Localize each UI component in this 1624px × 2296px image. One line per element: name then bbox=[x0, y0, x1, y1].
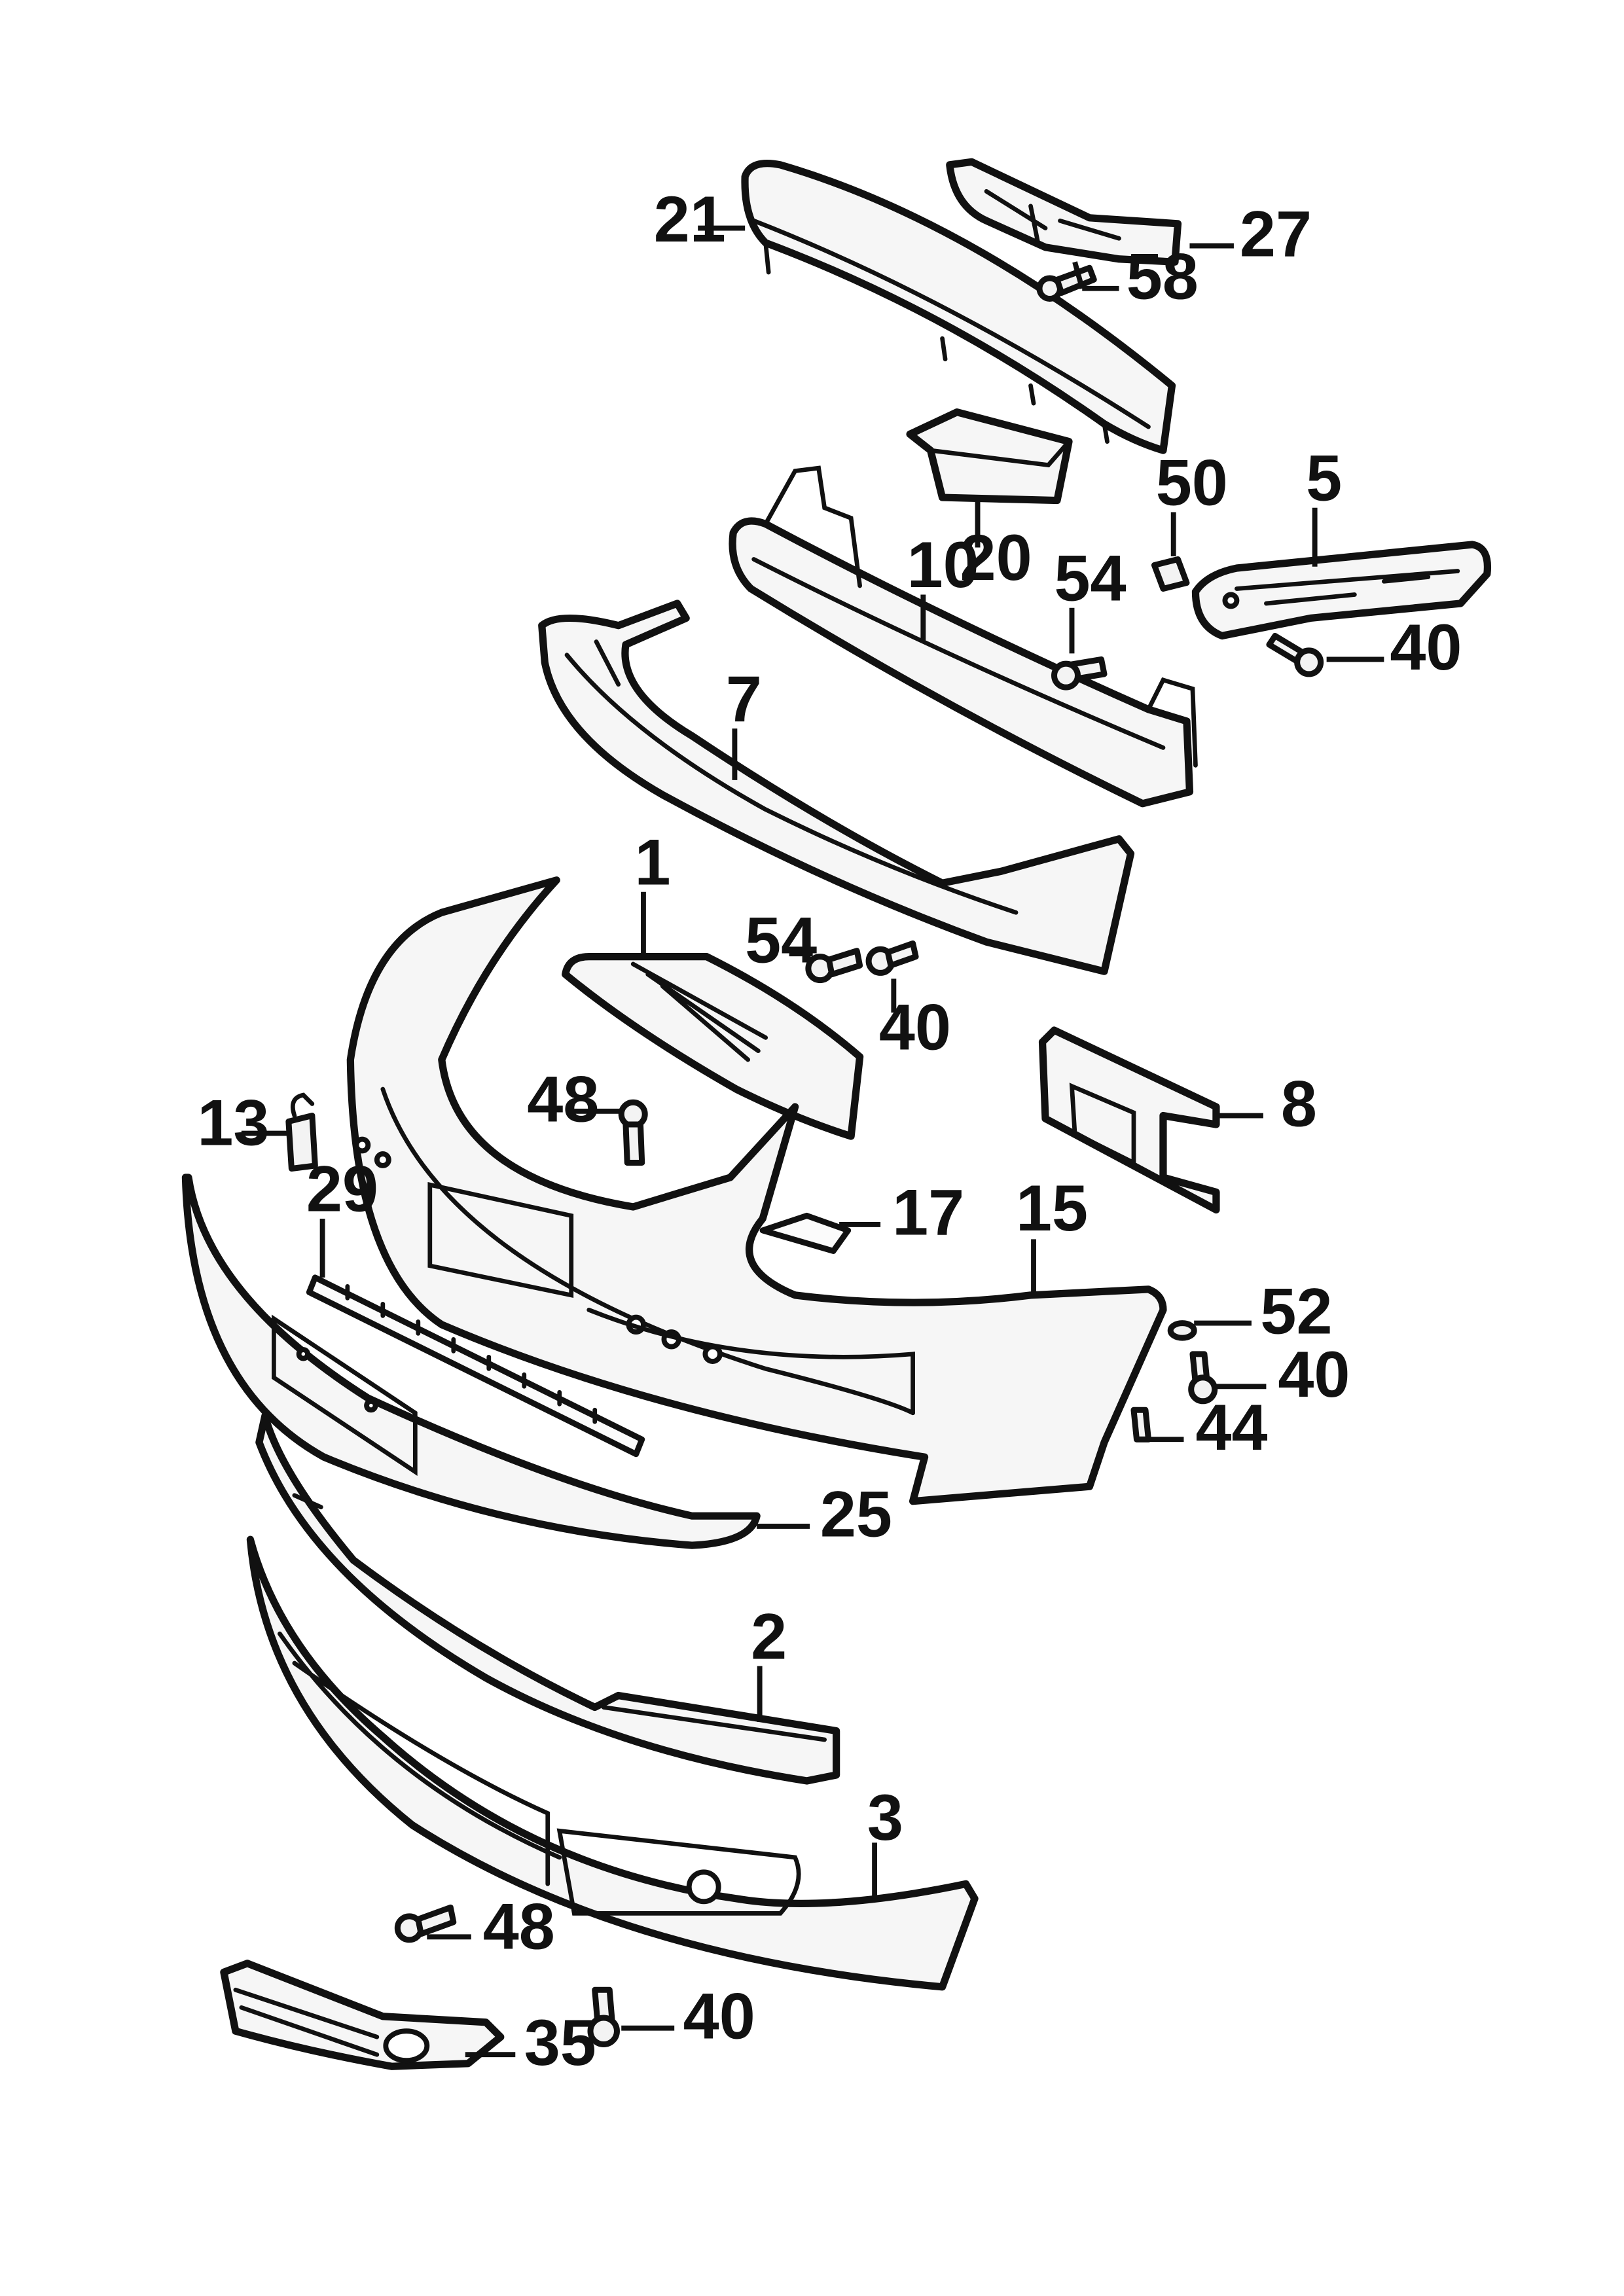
callout-35: 35 bbox=[524, 2006, 596, 2079]
callout-8: 8 bbox=[1281, 1067, 1317, 1139]
clip-13-icon bbox=[285, 1092, 318, 1172]
part-3-lower-valance bbox=[246, 1535, 979, 1991]
part-15-bumper-cover bbox=[346, 876, 1167, 1505]
part-1-trim-panel bbox=[562, 953, 864, 1140]
callout-40-upper: 40 bbox=[1390, 611, 1462, 683]
part-21-absorber bbox=[741, 160, 1176, 454]
callout-40-lower: 40 bbox=[683, 1979, 755, 2052]
bolt-54-upper-icon bbox=[1051, 656, 1108, 691]
part-27-bracket bbox=[946, 158, 1182, 266]
callout-50: 50 bbox=[1156, 446, 1228, 518]
part-10-reinforcement-beam bbox=[729, 465, 1198, 808]
callout-3: 3 bbox=[867, 1781, 903, 1854]
bolt-40-middle-icon bbox=[865, 940, 919, 976]
part-8-bracket-plate bbox=[1038, 1026, 1220, 1214]
part-29-strip bbox=[306, 1274, 645, 1458]
bolt-58-icon bbox=[1036, 264, 1097, 302]
callout-27: 27 bbox=[1240, 197, 1312, 270]
washer-52-icon bbox=[1167, 1320, 1197, 1341]
part-5-side-guide bbox=[1191, 541, 1492, 640]
callout-40-middle: 40 bbox=[879, 990, 951, 1063]
callout-48-upper: 48 bbox=[527, 1063, 599, 1136]
bolt-40-upper-icon bbox=[1266, 632, 1324, 677]
callout-labels: 21 27 58 50 5 20 10 54 40 7 1 54 40 48 1… bbox=[197, 183, 1462, 2079]
bolt-40-lower-icon bbox=[587, 1986, 620, 2047]
callout-54-middle: 54 bbox=[745, 904, 817, 977]
bolt-48-lower-icon bbox=[394, 1904, 457, 1943]
callout-48-lower: 48 bbox=[483, 1890, 555, 1962]
part-7-carrier bbox=[538, 600, 1135, 975]
callout-44: 44 bbox=[1195, 1391, 1267, 1463]
callout-58: 58 bbox=[1127, 240, 1199, 313]
callout-25: 25 bbox=[820, 1478, 892, 1551]
callout-21: 21 bbox=[654, 183, 726, 255]
clip-50-icon bbox=[1151, 556, 1190, 592]
callout-40-right: 40 bbox=[1278, 1338, 1350, 1410]
callout-54-upper: 54 bbox=[1055, 541, 1127, 614]
callout-2: 2 bbox=[751, 1600, 787, 1672]
callout-15: 15 bbox=[1016, 1172, 1088, 1244]
callout-10: 10 bbox=[907, 528, 979, 601]
part-20-block bbox=[906, 408, 1073, 505]
bolt-40-right-icon bbox=[1188, 1351, 1218, 1405]
bolt-54-middle-icon bbox=[805, 948, 863, 984]
clip-44-icon bbox=[1130, 1407, 1151, 1443]
callout-29: 29 bbox=[306, 1153, 378, 1225]
callout-17: 17 bbox=[892, 1176, 964, 1249]
callout-52: 52 bbox=[1260, 1274, 1332, 1347]
part-2-grille-strip bbox=[255, 1412, 840, 1785]
bolt-48-upper-icon bbox=[618, 1099, 648, 1166]
callout-7: 7 bbox=[726, 662, 762, 735]
part-35-fog-grille bbox=[220, 1960, 505, 2070]
callout-1: 1 bbox=[634, 825, 670, 898]
callout-20: 20 bbox=[960, 521, 1032, 594]
callout-13: 13 bbox=[197, 1086, 269, 1159]
callout-5: 5 bbox=[1306, 442, 1342, 514]
part-17-cover bbox=[759, 1212, 852, 1254]
leader-lines bbox=[241, 225, 1384, 2058]
